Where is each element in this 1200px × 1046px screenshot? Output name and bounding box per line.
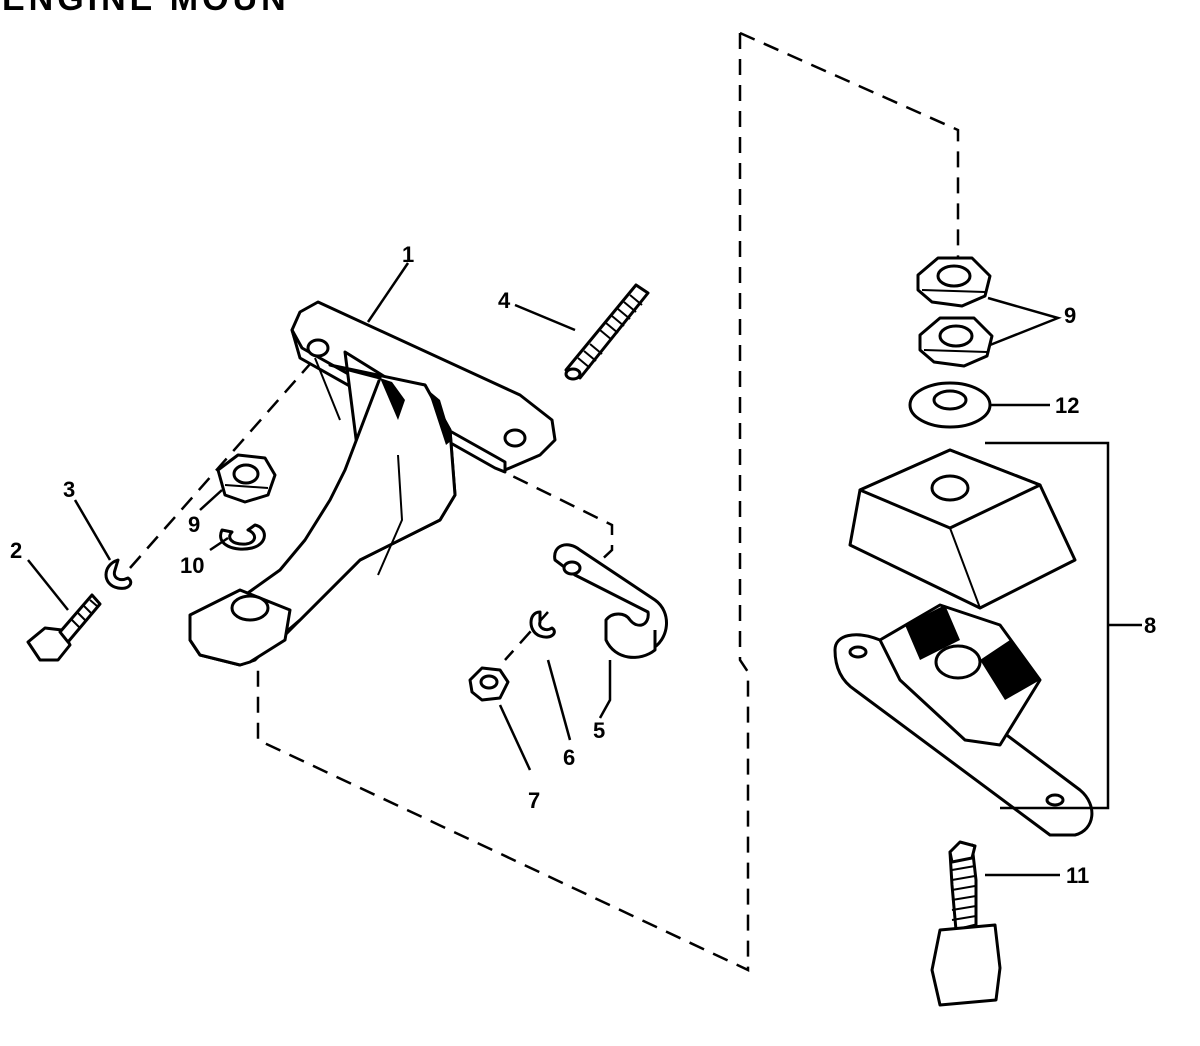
dashed-line-bolt	[129, 354, 319, 569]
bracket-hole-right	[503, 428, 527, 448]
callout-8: 8	[1144, 613, 1156, 638]
callout-4: 4	[498, 288, 511, 313]
lock-washer-3	[104, 558, 133, 590]
callout-labels: 1 2 3 4 5 6 7 8 9 9 10 11 12	[10, 242, 1156, 888]
callout-3: 3	[63, 477, 75, 502]
flat-washer	[908, 381, 992, 429]
callout-6: 6	[563, 745, 575, 770]
callout-11: 11	[1066, 863, 1089, 888]
callout-10: 10	[180, 553, 204, 578]
nut-left	[216, 453, 277, 504]
dashed-line-frame	[256, 33, 750, 972]
callout-2: 2	[10, 538, 22, 563]
assembly-dashed-lines	[129, 31, 960, 972]
rubber-mount-top	[848, 448, 1077, 610]
callout-7: 7	[528, 788, 540, 813]
nut-upper-right	[916, 256, 992, 308]
lock-washer-10	[219, 523, 266, 551]
dashed-line-top	[739, 31, 960, 262]
leader-lines	[27, 262, 1142, 877]
callout-12: 12	[1055, 393, 1079, 418]
nut-lower-right	[918, 316, 994, 368]
mount-screw	[930, 840, 1002, 1007]
stud	[564, 283, 650, 381]
callout-5: 5	[593, 718, 605, 743]
mount-base	[833, 603, 1094, 837]
engine-mount-bracket	[188, 300, 557, 667]
bolt	[26, 593, 102, 662]
callout-9-right: 9	[1064, 303, 1076, 328]
nut-7	[468, 666, 510, 702]
clip	[553, 543, 668, 659]
callout-9-left: 9	[188, 512, 200, 537]
bracket-foot-hole	[230, 594, 270, 622]
diagram-title: ENGINE MOUN	[2, 0, 290, 18]
lock-washer-6	[529, 610, 556, 639]
bracket-hole-left	[306, 338, 330, 358]
callout-1: 1	[402, 242, 414, 267]
